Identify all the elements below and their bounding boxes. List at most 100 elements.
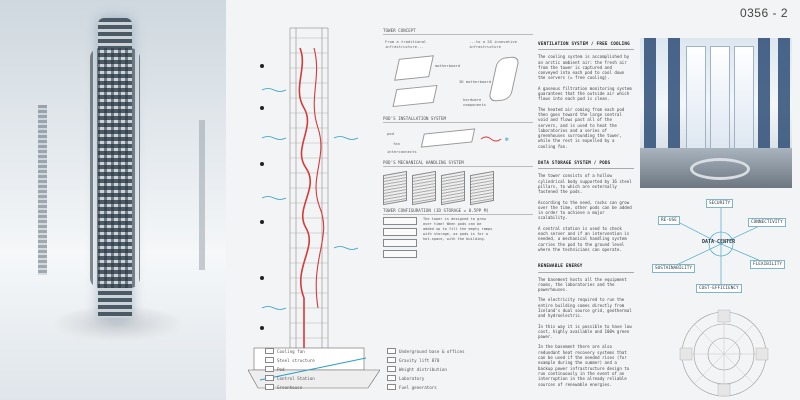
legend-swatch — [265, 375, 274, 381]
paragraph: In this way it is possible to have low c… — [538, 323, 632, 340]
mechanical-racks — [383, 169, 533, 206]
configuration-drawing: The tower is designed to grow over time!… — [383, 217, 533, 258]
legend-label: Weight distribution — [399, 366, 447, 372]
diagram-header: POD'S INSTALLATION SYSTEM — [383, 116, 533, 123]
interior-window — [734, 46, 754, 164]
paragraph: The basement hosts all the equipment roo… — [538, 276, 627, 293]
concept-node: SECURITY — [706, 199, 734, 208]
rack-drawing — [441, 170, 465, 206]
legend-item: Underground base & offices — [387, 348, 505, 354]
legend-item: Cooling fan — [265, 348, 383, 354]
legend-label: Steel structure — [277, 357, 315, 363]
paragraph: The heated air coming from each pod then… — [538, 106, 625, 149]
pod-mechanical-block: POD'S MECHANICAL HANDLING SYSTEM — [383, 160, 533, 206]
concept-node: SUSTAINABILITY — [652, 264, 696, 273]
interior-window — [686, 46, 706, 164]
paragraph: The cooling system is accomplished by an… — [538, 54, 630, 81]
legend-swatch — [387, 348, 396, 354]
section-title: RENEWABLE ENERGY — [538, 264, 634, 273]
distant-tower-right — [199, 120, 205, 270]
control-station-ring — [690, 158, 750, 180]
svg-text:✻: ✻ — [505, 136, 509, 143]
pod-installation-block: POD'S INSTALLATION SYSTEM pod fan interc… — [383, 116, 533, 155]
legend-item: Pod — [265, 366, 383, 372]
paragraph: In the basement there are also redundant… — [538, 344, 630, 387]
legend-swatch — [387, 375, 396, 381]
interior-window — [710, 46, 730, 164]
tower-render-image — [0, 0, 226, 400]
legend-label: Pod — [277, 366, 285, 372]
diagram-header: TOWER CONFIGURATION (3D storage = 0.5PP … — [383, 208, 533, 215]
tower-concept-block: TOWER CONCEPT From a traditional infrast… — [383, 28, 533, 111]
legend-item: Steel structure — [265, 357, 383, 363]
diagram-header: POD'S MECHANICAL HANDLING SYSTEM — [383, 160, 533, 167]
floor-plan-drawing — [660, 298, 788, 398]
diagram-note: pod — [387, 131, 394, 136]
config-note: The tower is designed to grow over time!… — [423, 217, 493, 241]
tower-render — [90, 18, 140, 318]
legend-swatch — [265, 366, 274, 372]
legend-label: Greenhouse — [277, 384, 303, 390]
concept-center: DATA CENTER — [702, 239, 736, 245]
pod-rack-drawing — [420, 128, 476, 148]
concept-node: COST-EFFICIENCY — [696, 284, 742, 293]
pod-installation-drawing: pod fan interconnects ✻ — [383, 125, 533, 155]
legend-swatch — [387, 357, 396, 363]
legend-item: Greenhouse — [265, 384, 383, 390]
rack-drawing — [412, 170, 436, 206]
legend-label: Cooling fan — [277, 348, 305, 354]
diagram-note: interconnects — [387, 149, 417, 154]
diagrams-column: TOWER CONCEPT From a traditional infrast… — [383, 28, 533, 338]
motherboard-drawing — [394, 55, 434, 81]
legend-item: Control Station — [265, 375, 383, 381]
legend-row: Control Station Laboratory — [265, 375, 515, 381]
legend-item: Gravity lift 870 — [387, 357, 505, 363]
legend-label: Laboratory — [399, 375, 425, 381]
paragraph: The electricity required to run the enti… — [538, 297, 632, 319]
legend-item: Fuel generators — [387, 384, 505, 390]
legend-label: Underground base & offices — [399, 348, 465, 354]
rack-drawing — [470, 170, 494, 206]
distant-tower-left — [38, 105, 47, 275]
data-center-concept-diagram: DATA CENTER SECURITY RE-USE CONNECTIVITY… — [652, 192, 790, 298]
storage-section: DATA STORAGE SYSTEM / PODS The tower con… — [538, 161, 634, 252]
legend-item: Weight distribution — [387, 366, 505, 372]
diagram-note: From a traditional infrastructure... — [385, 39, 427, 49]
concept-node: CONNECTIVITY — [748, 218, 786, 227]
diagram-note: hardware components — [463, 97, 486, 107]
legend-label: Fuel generators — [399, 384, 437, 390]
description-text-column: VENTILATION SYSTEM / FREE COOLING The co… — [538, 42, 634, 399]
rack-drawing — [383, 170, 407, 206]
diagram-note: ...to a 2D innovative infrastructure — [469, 39, 518, 49]
diagram-note: fan — [393, 141, 400, 146]
section-title: DATA STORAGE SYSTEM / PODS — [538, 161, 634, 170]
hardware-drawing — [392, 84, 438, 108]
legend-label: Gravity lift 870 — [399, 357, 440, 363]
diagram-note: motherboard — [435, 63, 461, 68]
concept-isometric: From a traditional infrastructure... ...… — [383, 37, 533, 111]
panel-id: 0356 - 2 — [739, 6, 788, 20]
legend-label: Control Station — [277, 375, 315, 381]
legend-row: Steel structure Gravity lift 870 — [265, 357, 515, 363]
legend-swatch — [265, 348, 274, 354]
legend-swatch — [265, 384, 274, 390]
paragraph: A gaseous filtration monitoring system g… — [538, 85, 632, 102]
concept-node: RE-USE — [658, 216, 680, 225]
paragraph: A central station is used to check each … — [538, 225, 630, 252]
airflow-arrows: ✻ — [480, 136, 509, 143]
tower-section-drawing — [247, 8, 381, 396]
legend-row: Pod Weight distribution — [265, 366, 515, 372]
paragraph: The tower consists of a hollow cylindric… — [538, 173, 632, 195]
section-title: VENTILATION SYSTEM / FREE COOLING — [538, 42, 634, 51]
interior-render-image — [640, 38, 792, 188]
legend-swatch — [387, 384, 396, 390]
legend-item: Laboratory — [387, 375, 505, 381]
energy-section: RENEWABLE ENERGY The basement hosts all … — [538, 264, 634, 387]
diagram-header: TOWER CONCEPT — [383, 28, 533, 35]
legend-swatch — [387, 366, 396, 372]
ventilation-section: VENTILATION SYSTEM / FREE COOLING The co… — [538, 42, 634, 149]
diagram-note: 3D motherboard — [459, 79, 492, 84]
legend-row: Cooling fan Underground base & offices — [265, 348, 515, 354]
legend-row: Greenhouse Fuel generators — [265, 384, 515, 390]
config-stack — [383, 217, 417, 258]
